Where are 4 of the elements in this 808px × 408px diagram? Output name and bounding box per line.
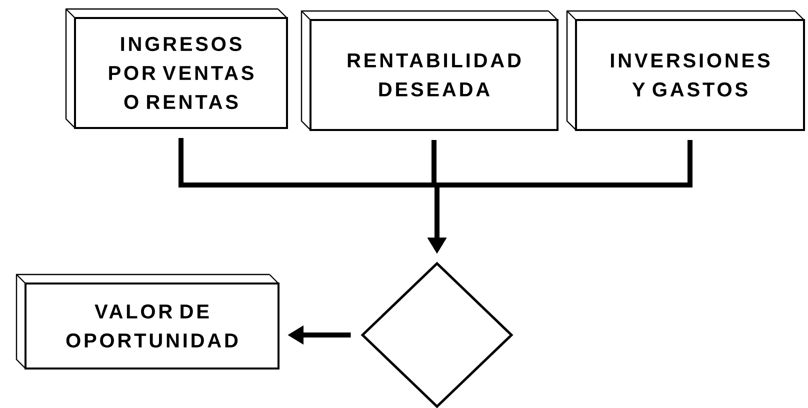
- process-box: VALOR DE OPORTUNIDAD: [16, 274, 280, 370]
- process-box: RENTABILIDAD DESEADA: [300, 10, 558, 131]
- process-box: INGRESOS POR VENTAS O RENTAS: [65, 8, 288, 129]
- process-box: INVERSIONES Y GASTOS: [566, 10, 805, 131]
